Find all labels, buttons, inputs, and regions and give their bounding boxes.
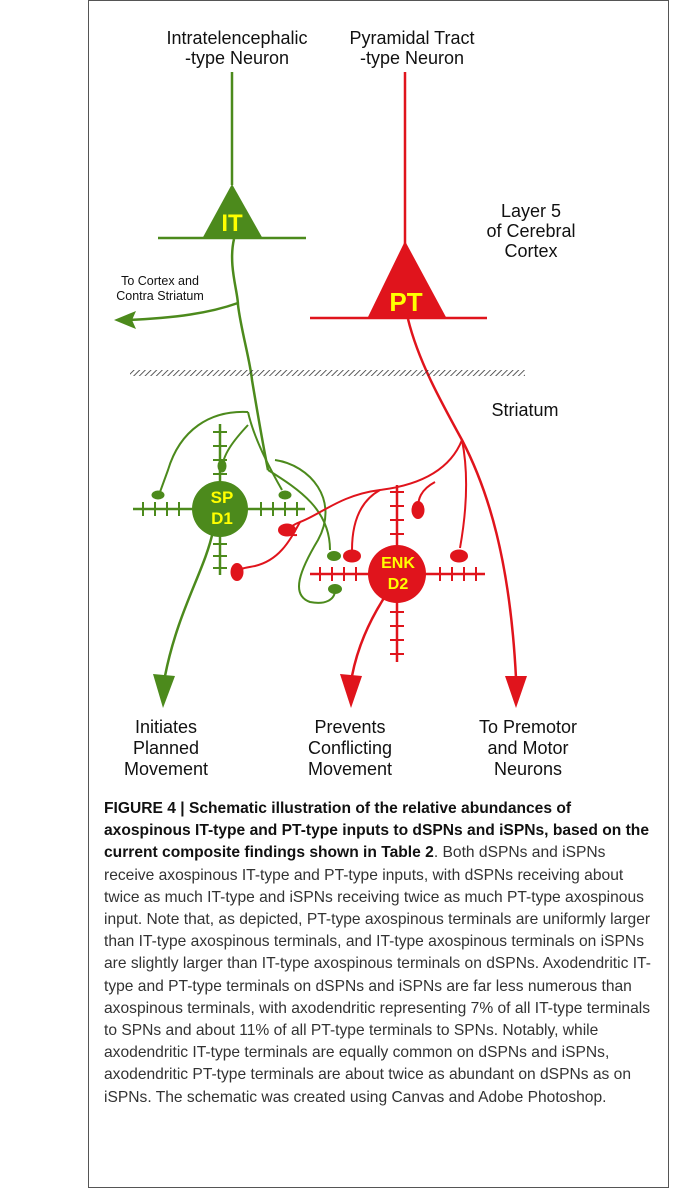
dspn-output-arrowhead [153,674,175,708]
ispn-cell: ENK D2 [310,485,485,708]
it-cortex-branch [126,301,239,322]
layer-label-line3: Cortex [504,241,557,261]
pt-neuron-label-line2: -type Neuron [360,48,464,68]
it-terminal [328,584,342,594]
it-terminal [217,459,227,473]
output-pt-line1: To Premotor [479,717,577,737]
output-d2-line2: Conflicting [308,738,392,758]
neuron-schematic: Intratelencephalic -type Neuron Pyramida… [114,28,577,779]
ispn-output-arrowhead [340,674,362,708]
pt-terminals [230,501,468,581]
it-neuron: IT [114,72,306,471]
cortex-branch-label-line1: To Cortex and [121,274,199,288]
output-d2-line3: Movement [308,759,392,779]
dspn-soma [192,481,248,537]
output-d1-line1: Initiates [135,717,197,737]
striatum-label: Striatum [491,400,558,420]
output-d1-line3: Movement [124,759,208,779]
pt-neuron-label-line1: Pyramidal Tract [349,28,474,48]
pt-terminal [411,501,425,519]
output-pt-line2: and Motor [487,738,568,758]
dspn-label-line1: SP [211,488,234,507]
it-neuron-label-line2: -type Neuron [185,48,289,68]
figure-caption: FIGURE 4 | Schematic illustration of the… [104,798,660,1109]
pt-terminal [278,523,296,537]
dspn-cell: SP D1 [133,424,305,708]
pt-axon [406,318,518,679]
dspn-label-line2: D1 [211,509,233,528]
it-soma-label: IT [221,210,243,237]
pt-output-arrowhead [505,676,527,708]
pt-terminal [450,549,468,563]
pt-terminal [343,549,361,563]
pt-soma [367,241,447,319]
ispn-label-line1: ENK [381,555,415,572]
cortex-striatum-boundary [130,370,525,376]
cortex-branch-label-line2: Contra Striatum [116,289,204,303]
pt-terminal [230,563,244,581]
layer-label-line1: Layer 5 [501,201,561,221]
output-d2-line1: Prevents [314,717,385,737]
it-terminals [151,459,342,594]
it-axon [230,238,270,471]
output-d1-line2: Planned [133,738,199,758]
it-neuron-label-line1: Intratelencephalic [166,28,307,48]
it-terminal [327,551,341,561]
ispn-label-line2: D2 [388,576,409,593]
caption-title: FIGURE 4 | Schematic illustration of the… [104,800,649,862]
layer-label-line2: of Cerebral [486,221,575,241]
caption-body: . Both dSPNs and iSPNs receive axospinou… [104,844,651,1106]
it-soma [202,184,263,239]
it-cortex-arrowhead [114,311,136,329]
it-terminal [278,490,292,500]
it-terminal [151,490,165,500]
pt-soma-label: PT [389,287,422,317]
ispn-soma [368,545,426,603]
output-pt-line3: Neurons [494,759,562,779]
pt-neuron: PT [310,72,527,708]
figure-frame [88,0,669,1188]
